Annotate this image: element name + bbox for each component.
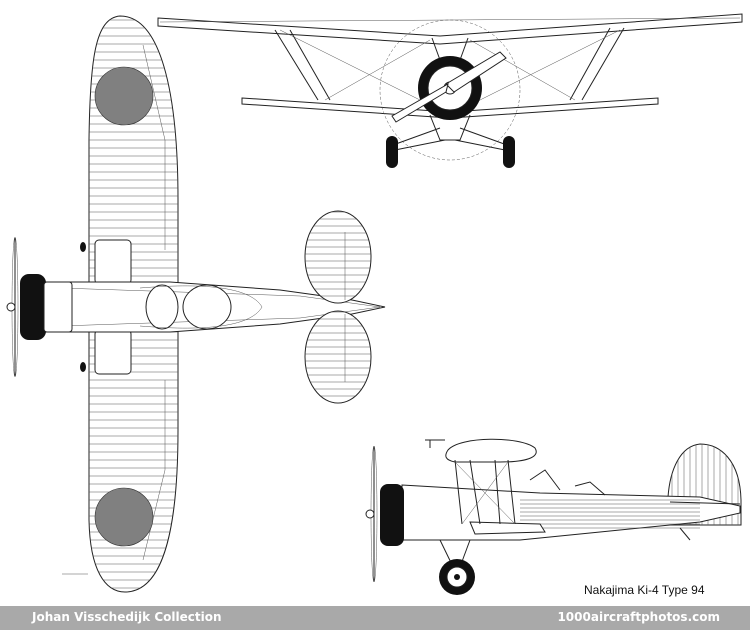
front-wheel-right: [503, 136, 515, 168]
collection-credit: Johan Visschedijk Collection: [32, 610, 222, 624]
rear-cockpit: [182, 284, 232, 330]
front-upper-wing: [157, 13, 743, 45]
front-wheel-left: [386, 136, 398, 168]
upper-wing-roundel-top: [94, 66, 154, 126]
side-view: [365, 438, 742, 595]
upper-wing-roundel-bottom: [94, 487, 154, 547]
propeller-arc: [379, 19, 521, 161]
upper-wing-planform: [88, 15, 179, 593]
footer-bar: Johan Visschedijk Collection 1000aircraf…: [0, 606, 750, 630]
engine-cowling-side: [380, 484, 404, 546]
top-view: [6, 15, 386, 593]
website-credit: 1000aircraftphotos.com: [557, 610, 720, 624]
front-cockpit: [145, 284, 179, 330]
front-view: [157, 13, 743, 168]
engine-cowling-top: [20, 274, 46, 340]
aircraft-caption: Nakajima Ki-4 Type 94: [584, 583, 705, 597]
three-view-drawing: [6, 13, 743, 595]
side-upper-wing: [445, 438, 537, 463]
